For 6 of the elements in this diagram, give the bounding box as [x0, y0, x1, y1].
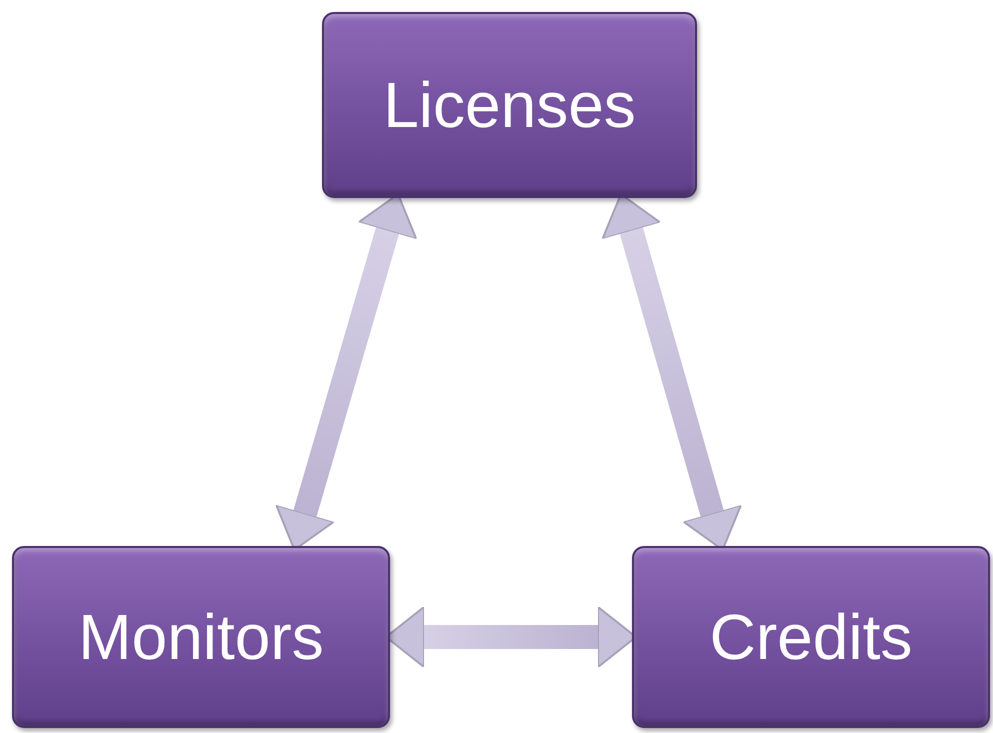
box-label: Credits [710, 605, 912, 669]
process-box [12, 546, 390, 728]
box-label: Monitors [78, 605, 324, 669]
process-box [322, 12, 697, 198]
process-box [632, 546, 990, 728]
box-label: Licenses [383, 73, 636, 137]
